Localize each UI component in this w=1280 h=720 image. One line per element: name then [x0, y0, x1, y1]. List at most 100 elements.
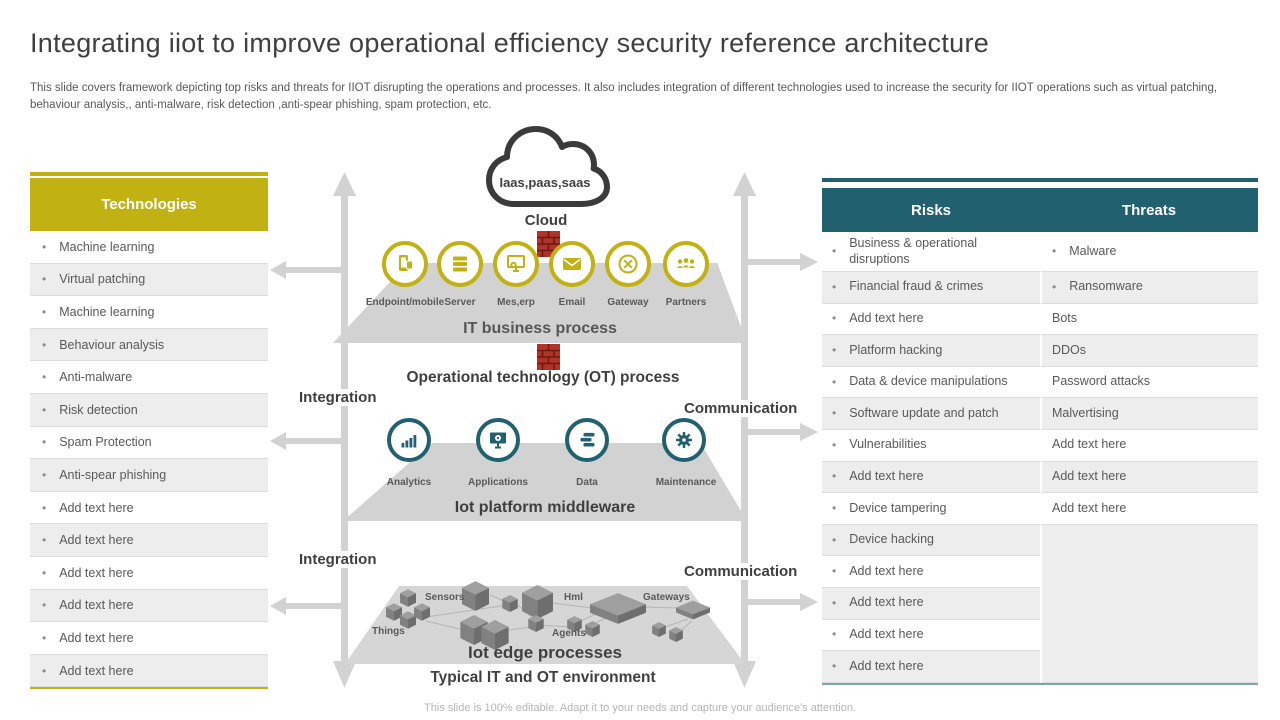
cloud-label: Cloud — [524, 212, 568, 229]
icon-label: Endpoint/mobile — [365, 297, 445, 308]
table-row: Device hacking — [822, 524, 1258, 557]
table-row: Machine learning — [30, 296, 268, 329]
threats-column-header: Threats — [1121, 201, 1177, 219]
icon-label: Mes,erp — [497, 297, 535, 308]
page-title: Integrating iiot to improve operational … — [30, 28, 990, 58]
threat-cell: Add text here — [1040, 429, 1258, 462]
cloud-text: Iaas,paas,saas — [499, 175, 590, 190]
it-process-label: IT business process — [463, 320, 617, 337]
risk-cell: Add text here — [822, 461, 1040, 494]
table-row: Platform hacking DDOs — [822, 335, 1258, 367]
icon-label: Email — [558, 297, 586, 308]
table-row: Behaviour analysis — [30, 328, 268, 362]
server-icon — [437, 241, 483, 287]
icon-label: Data — [576, 477, 598, 488]
risk-cell: Add text here — [822, 619, 1040, 652]
risks-threats-header: Risks Threats — [822, 188, 1258, 232]
icon-label: Gateway — [607, 297, 649, 308]
table-row: Add text here — [30, 622, 268, 655]
table-row: Device tampering Add text here — [822, 493, 1258, 525]
middleware-label: Iot platform middleware — [454, 499, 636, 516]
risk-cell: Vulnerabilities — [822, 429, 1040, 462]
slide-description: This slide covers framework depicting to… — [30, 82, 1218, 112]
threat-cell: Malvertising — [1040, 398, 1258, 430]
table-row: Add text here Bots — [822, 303, 1258, 336]
data-icon — [565, 418, 609, 462]
table-row: Add text here — [30, 524, 268, 557]
technologies-table: Technologies Machine learning Virtual pa… — [30, 172, 268, 690]
risk-cell: Software update and patch — [822, 398, 1040, 430]
communication-label: Communication — [681, 400, 801, 417]
edge-node-label: Hml — [564, 592, 583, 603]
maintenance-icon — [662, 418, 706, 462]
threat-cell-merged — [1040, 524, 1258, 557]
edge-node-label: Things — [372, 626, 405, 637]
integration-label: Integration — [296, 551, 380, 568]
risk-cell: Device tampering — [822, 493, 1040, 525]
footer-note: This slide is 100% editable. Adapt it to… — [424, 702, 856, 714]
table-row: Software update and patch Malvertising — [822, 398, 1258, 430]
table-row: Machine learning — [30, 231, 268, 264]
risk-cell: Device hacking — [822, 524, 1040, 557]
table-row: Add text here — [30, 556, 268, 590]
integration-label: Integration — [296, 389, 380, 406]
table-row: Financial fraud & crimes Ransomware — [822, 272, 1258, 304]
threat-cell-merged — [1040, 587, 1258, 620]
icon-label: Maintenance — [655, 477, 717, 488]
gateway-icon — [605, 241, 651, 287]
risks-threats-table: Risks Threats Business & operational dis… — [822, 178, 1258, 685]
cloud-icon: Iaas,paas,saas — [481, 120, 611, 214]
risk-cell: Add text here — [822, 587, 1040, 620]
edge-node-label: Gateways — [643, 592, 690, 603]
table-row: Business & operational disruptions Malwa… — [822, 232, 1258, 272]
table-row: Add text here Add text here — [822, 461, 1258, 494]
table-row: Vulnerabilities Add text here — [822, 429, 1258, 462]
applications-icon — [476, 418, 520, 462]
table-row: Add text here — [30, 589, 268, 623]
risk-cell: Add text here — [822, 651, 1040, 683]
technologies-header: Technologies — [30, 178, 268, 231]
threat-cell-merged — [1040, 619, 1258, 652]
table-row: Add text here — [822, 619, 1258, 652]
threat-cell: DDOs — [1040, 335, 1258, 367]
threat-cell: Malware — [1040, 232, 1258, 272]
environment-label: Typical IT and OT environment — [430, 669, 656, 686]
edge-process-label: Iot edge processes — [467, 643, 622, 662]
communication-label: Communication — [681, 563, 801, 580]
table-row: Add text here — [822, 587, 1258, 620]
table-row: Risk detection — [30, 393, 268, 427]
edge-node-label: Sensors — [425, 592, 465, 603]
table-row: Anti-spear phishing — [30, 459, 268, 492]
threat-cell: Add text here — [1040, 461, 1258, 494]
table-row: Add text here — [30, 654, 268, 688]
table-row: Spam Protection — [30, 426, 268, 460]
risk-cell: Add text here — [822, 556, 1040, 588]
table-row: Anti-malware — [30, 361, 268, 394]
table-row: Add text here — [30, 491, 268, 525]
risk-cell: Business & operational disruptions — [822, 232, 1040, 272]
risks-accent-bar — [822, 178, 1258, 182]
email-icon — [549, 241, 595, 287]
threat-cell: Add text here — [1040, 493, 1258, 525]
threat-cell: Password attacks — [1040, 366, 1258, 399]
icon-label: Server — [444, 297, 476, 308]
ot-process-label: Operational technology (OT) process — [406, 369, 680, 386]
table-row: Virtual patching — [30, 263, 268, 297]
table-row: Data & device manipulations Password att… — [822, 366, 1258, 399]
risk-cell: Data & device manipulations — [822, 366, 1040, 399]
risk-cell: Add text here — [822, 303, 1040, 336]
icon-label: Applications — [467, 477, 528, 488]
risks-column-header: Risks — [910, 201, 952, 219]
mes-erp-icon — [493, 241, 539, 287]
table-row: Add text here — [822, 651, 1258, 683]
partners-icon — [663, 241, 709, 287]
technologies-accent-bar — [30, 172, 268, 176]
icon-label: Partners — [665, 297, 707, 308]
threat-cell-merged — [1040, 556, 1258, 588]
table-row: Add text here — [822, 556, 1258, 588]
icon-label: Analytics — [386, 477, 432, 488]
threat-cell: Bots — [1040, 303, 1258, 336]
firewall-icon — [537, 344, 560, 370]
edge-node-label: Agents — [552, 628, 586, 639]
